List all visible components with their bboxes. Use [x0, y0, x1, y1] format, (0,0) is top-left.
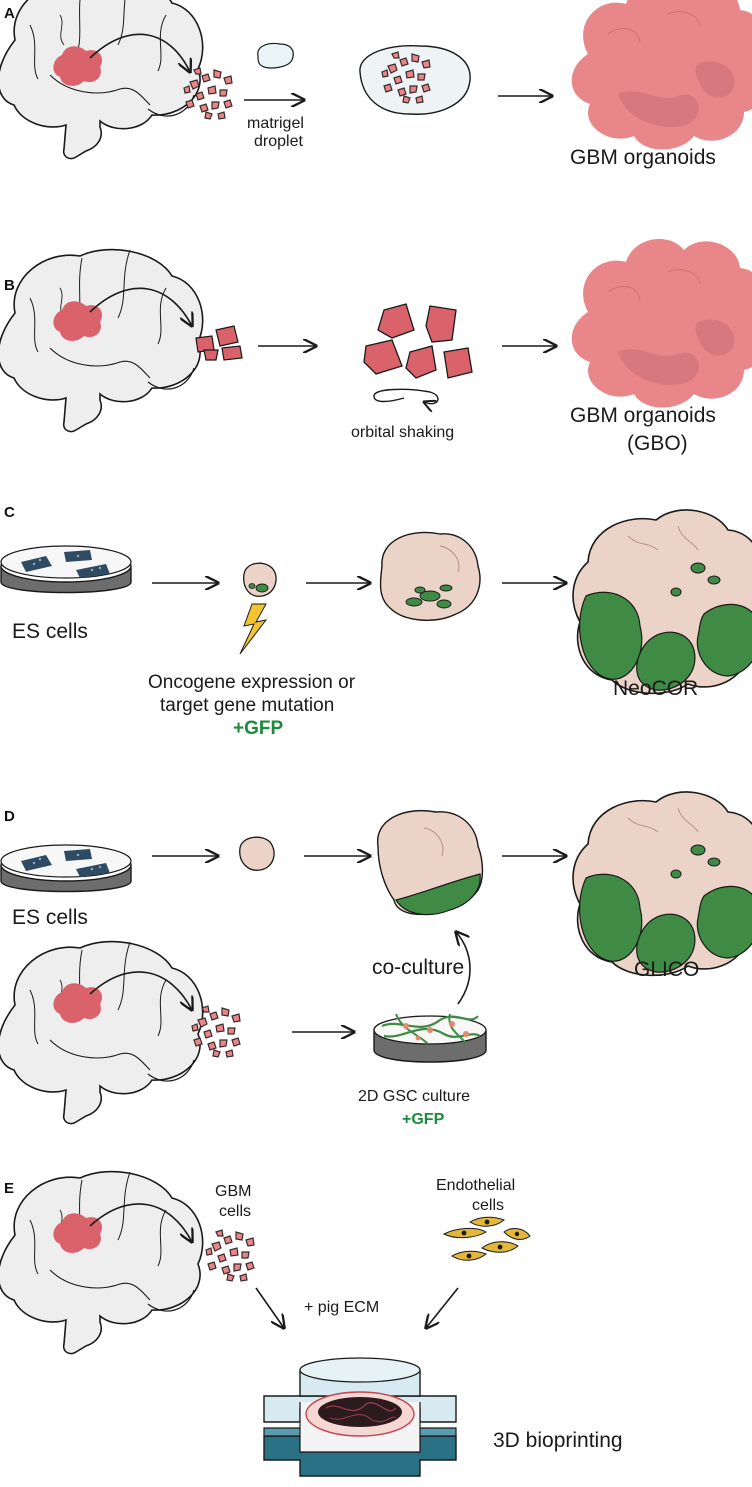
arrow-d-extract — [89, 971, 192, 1010]
result-a: GBM organoids — [570, 146, 716, 169]
orbital-label: orbital shaking — [351, 424, 454, 441]
small-organoid-c — [243, 562, 277, 597]
gfp-marker-d: +GFP — [402, 1111, 445, 1128]
es-cells-c: ES cells — [12, 620, 88, 643]
brain-b — [0, 248, 204, 433]
fragments-e — [205, 1229, 255, 1282]
panel-d-label: D — [4, 808, 15, 825]
panel-b-label: B — [4, 277, 15, 294]
coculture-label: co-culture — [372, 956, 464, 979]
lightning-icon — [239, 603, 268, 655]
panel-e-label: E — [4, 1180, 14, 1197]
matrigel-label-1: matrigel — [247, 115, 304, 132]
result-c: NeoCOR — [613, 677, 698, 700]
arrow-coculture — [456, 932, 471, 1005]
orbital-arrow — [373, 388, 439, 403]
arrow-e-right — [426, 1287, 459, 1328]
es-cells-d: ES cells — [12, 906, 88, 929]
es-dish-c — [0, 545, 132, 594]
es-dish-d — [0, 844, 132, 893]
gbm-cells-2: cells — [219, 1203, 251, 1220]
endothelial-cells — [442, 1216, 531, 1261]
manipulation-1: Oncogene expression or — [148, 672, 356, 693]
bioprinter-device — [263, 1357, 457, 1477]
result-b-abbr: (GBO) — [627, 432, 688, 455]
brain-d — [0, 940, 204, 1125]
ecm-label: + pig ECM — [304, 1299, 379, 1316]
organoid-b — [571, 238, 752, 408]
brain-a — [0, 0, 204, 160]
arrow-b-extract — [89, 287, 192, 326]
arrow-e-left — [255, 1287, 284, 1328]
arrow-e-extract — [89, 1203, 192, 1242]
pieces-b-large — [363, 303, 473, 379]
small-organoid-d — [239, 836, 275, 871]
gfp-marker-c: +GFP — [233, 718, 283, 739]
gsc-dish — [373, 1013, 487, 1063]
neocor-organoid — [572, 509, 752, 695]
pieces-b — [195, 325, 243, 361]
panel-c-label: C — [4, 504, 15, 521]
endothelial-2: cells — [472, 1197, 504, 1214]
brain-e — [0, 1170, 204, 1355]
result-e: 3D bioprinting — [493, 1429, 623, 1452]
result-d: GLICO — [634, 958, 699, 981]
organoid-a — [571, 0, 752, 150]
mid-organoid-c — [379, 531, 481, 621]
mid-organoid-d — [377, 810, 484, 916]
result-b: GBM organoids — [570, 404, 716, 427]
endothelial-1: Endothelial — [436, 1177, 515, 1194]
arrow-a-extract — [89, 33, 190, 72]
embedded-droplet — [359, 45, 471, 115]
manipulation-2: target gene mutation — [160, 695, 334, 716]
gsc-label: 2D GSC culture — [358, 1088, 470, 1105]
matrigel-label-2: droplet — [254, 133, 303, 150]
glico-organoid — [572, 791, 752, 977]
matrigel-droplet — [257, 42, 294, 69]
panel-a-label: A — [4, 5, 15, 22]
gbm-cells-1: GBM — [215, 1183, 251, 1200]
